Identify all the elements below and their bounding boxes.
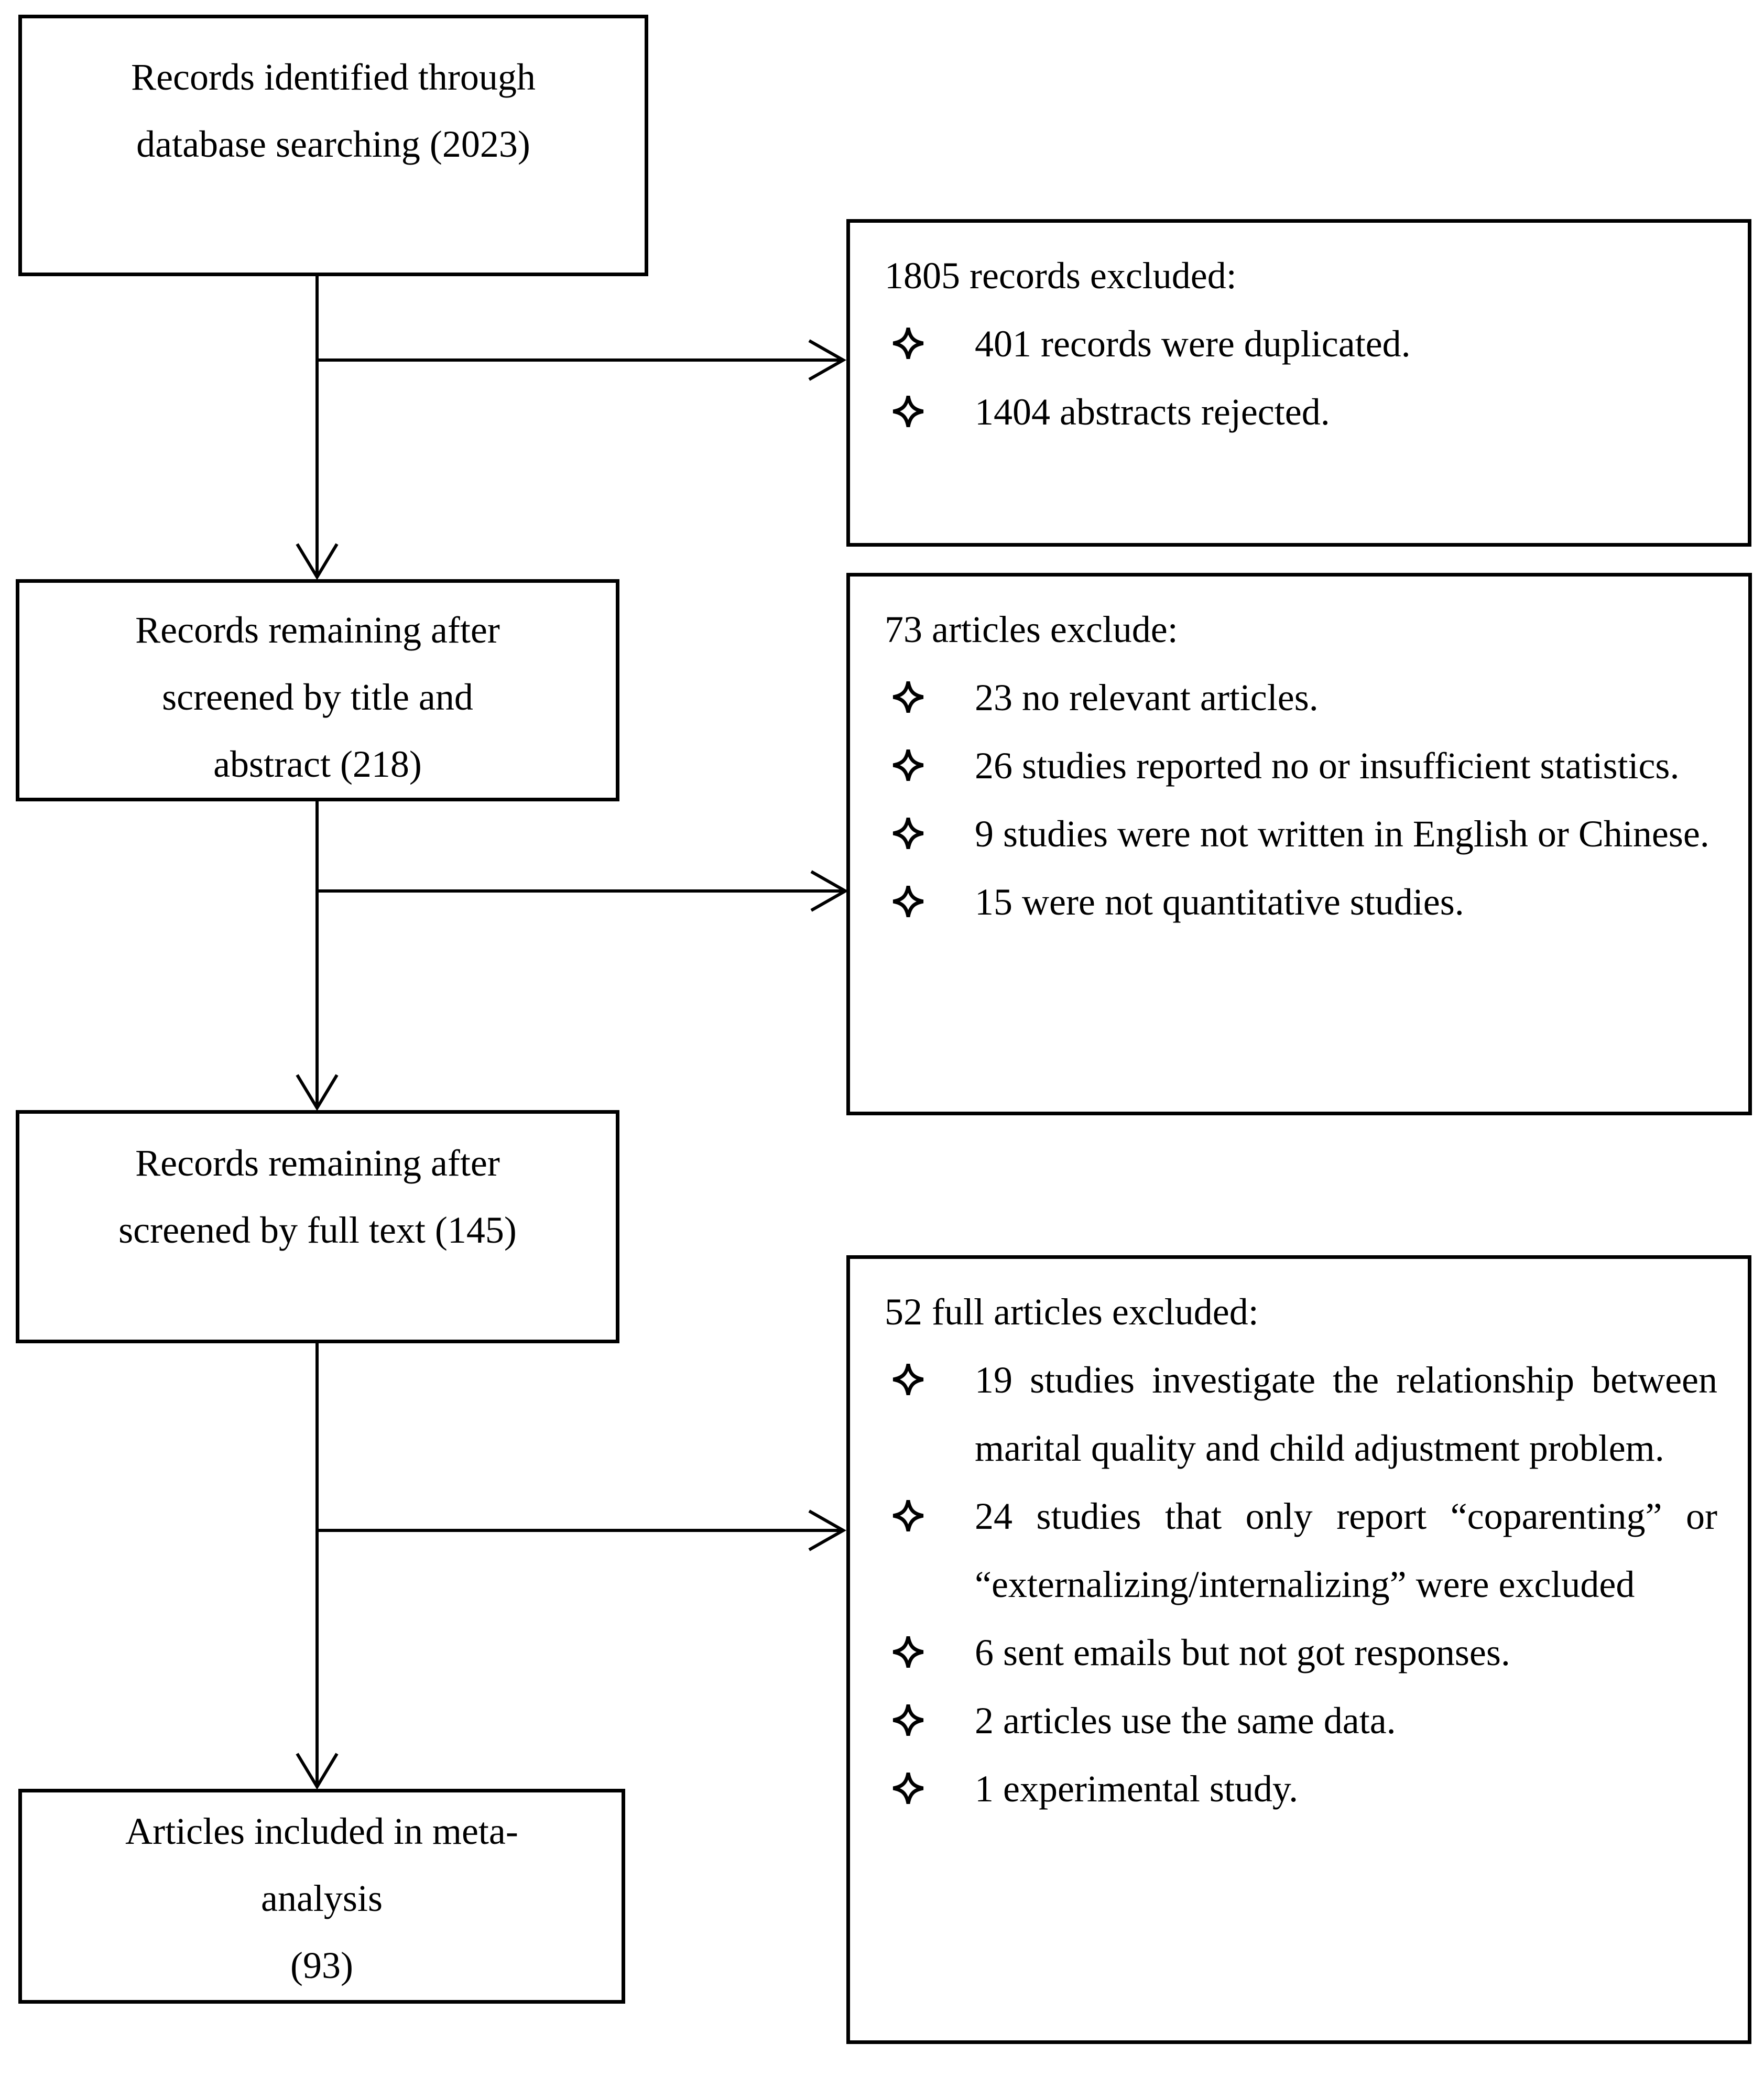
exclusion-item-text: 19 studies investigate the relationship …	[975, 1359, 1717, 1469]
four-pointed-star-icon	[885, 868, 975, 918]
box-text-line: Records remaining after	[135, 1142, 500, 1184]
box-full-articles-excluded: 52 full articles excluded: 19 studies in…	[846, 1255, 1751, 2044]
exclusion-box-title: 73 articles exclude:	[885, 608, 1178, 650]
arrow-full-text-to-full-articles-excluded	[317, 1509, 847, 1551]
four-pointed-star-icon	[885, 1687, 975, 1737]
exclusion-item-text: 401 records were duplicated.	[975, 323, 1411, 365]
four-pointed-star-icon	[885, 664, 975, 714]
box-records-identified: Records identified through database sear…	[18, 15, 648, 276]
box-text-line: database searching (2023)	[136, 123, 530, 165]
exclusion-item-row: 1404 abstracts rejected.	[885, 378, 1717, 446]
four-pointed-star-icon	[885, 1482, 975, 1532]
exclusion-item-text: 9 studies were not written in English or…	[975, 813, 1709, 855]
exclusion-box-title: 52 full articles excluded:	[885, 1291, 1259, 1333]
four-pointed-star-icon	[885, 1346, 975, 1396]
arrow-identified-to-title-abstract-screen	[296, 276, 339, 580]
exclusion-item-text: 6 sent emails but not got responses.	[975, 1632, 1510, 1673]
four-pointed-star-icon	[885, 1755, 975, 1805]
exclusion-item-text: 26 studies reported no or insufficient s…	[975, 745, 1680, 787]
box-text-line: analysis	[261, 1877, 383, 1919]
exclusion-item-text: 15 were not quantitative studies.	[975, 881, 1464, 923]
exclusion-item-row: 26 studies reported no or insufficient s…	[885, 732, 1718, 800]
box-text-line: Records remaining after	[135, 609, 500, 651]
exclusion-item-row: 15 were not quantitative studies.	[885, 868, 1718, 936]
exclusion-item-text: 1404 abstracts rejected.	[975, 391, 1330, 433]
box-text-line: Records identified through	[131, 56, 536, 98]
four-pointed-star-icon	[885, 732, 975, 782]
four-pointed-star-icon	[885, 310, 975, 360]
box-records-excluded: 1805 records excluded: 401 records were …	[846, 219, 1751, 547]
exclusion-item-row: 1 experimental study.	[885, 1755, 1717, 1823]
box-articles-included: Articles included in meta- analysis (93)	[18, 1789, 625, 2004]
box-records-after-title-abstract: Records remaining after screened by titl…	[16, 579, 619, 801]
arrow-full-text-to-included	[296, 1343, 339, 1790]
exclusion-item-text: 2 articles use the same data.	[975, 1700, 1396, 1742]
exclusion-item-row: 24 studies that only report “coparenting…	[885, 1482, 1717, 1618]
four-pointed-star-icon	[885, 1618, 975, 1669]
box-text-line: screened by title and	[162, 676, 473, 718]
exclusion-item-text: 1 experimental study.	[975, 1768, 1299, 1810]
exclusion-item-row: 2 articles use the same data.	[885, 1687, 1717, 1755]
box-text-line: Articles included in meta-	[125, 1810, 518, 1852]
box-articles-excluded-title-abstract: 73 articles exclude: 23 no relevant arti…	[846, 573, 1752, 1115]
exclusion-item-row: 401 records were duplicated.	[885, 310, 1717, 378]
arrow-title-abstract-to-full-text-screen	[296, 801, 339, 1111]
four-pointed-star-icon	[885, 378, 975, 428]
box-text-line: abstract (218)	[213, 743, 422, 785]
four-pointed-star-icon	[885, 800, 975, 850]
exclusion-item-text: 24 studies that only report “coparenting…	[975, 1495, 1717, 1605]
exclusion-box-title: 1805 records excluded:	[885, 255, 1237, 297]
arrow-title-abstract-to-articles-excluded	[317, 870, 849, 912]
box-text-line: (93)	[290, 1944, 353, 1986]
exclusion-item-row: 9 studies were not written in English or…	[885, 800, 1718, 868]
exclusion-item-row: 19 studies investigate the relationship …	[885, 1346, 1717, 1482]
box-records-after-full-text: Records remaining after screened by full…	[16, 1110, 619, 1343]
box-text-line: screened by full text (145)	[118, 1209, 517, 1251]
exclusion-item-text: 23 no relevant articles.	[975, 677, 1319, 719]
exclusion-item-row: 6 sent emails but not got responses.	[885, 1618, 1717, 1687]
arrow-identified-to-records-excluded	[317, 339, 847, 381]
exclusion-item-row: 23 no relevant articles.	[885, 664, 1718, 732]
